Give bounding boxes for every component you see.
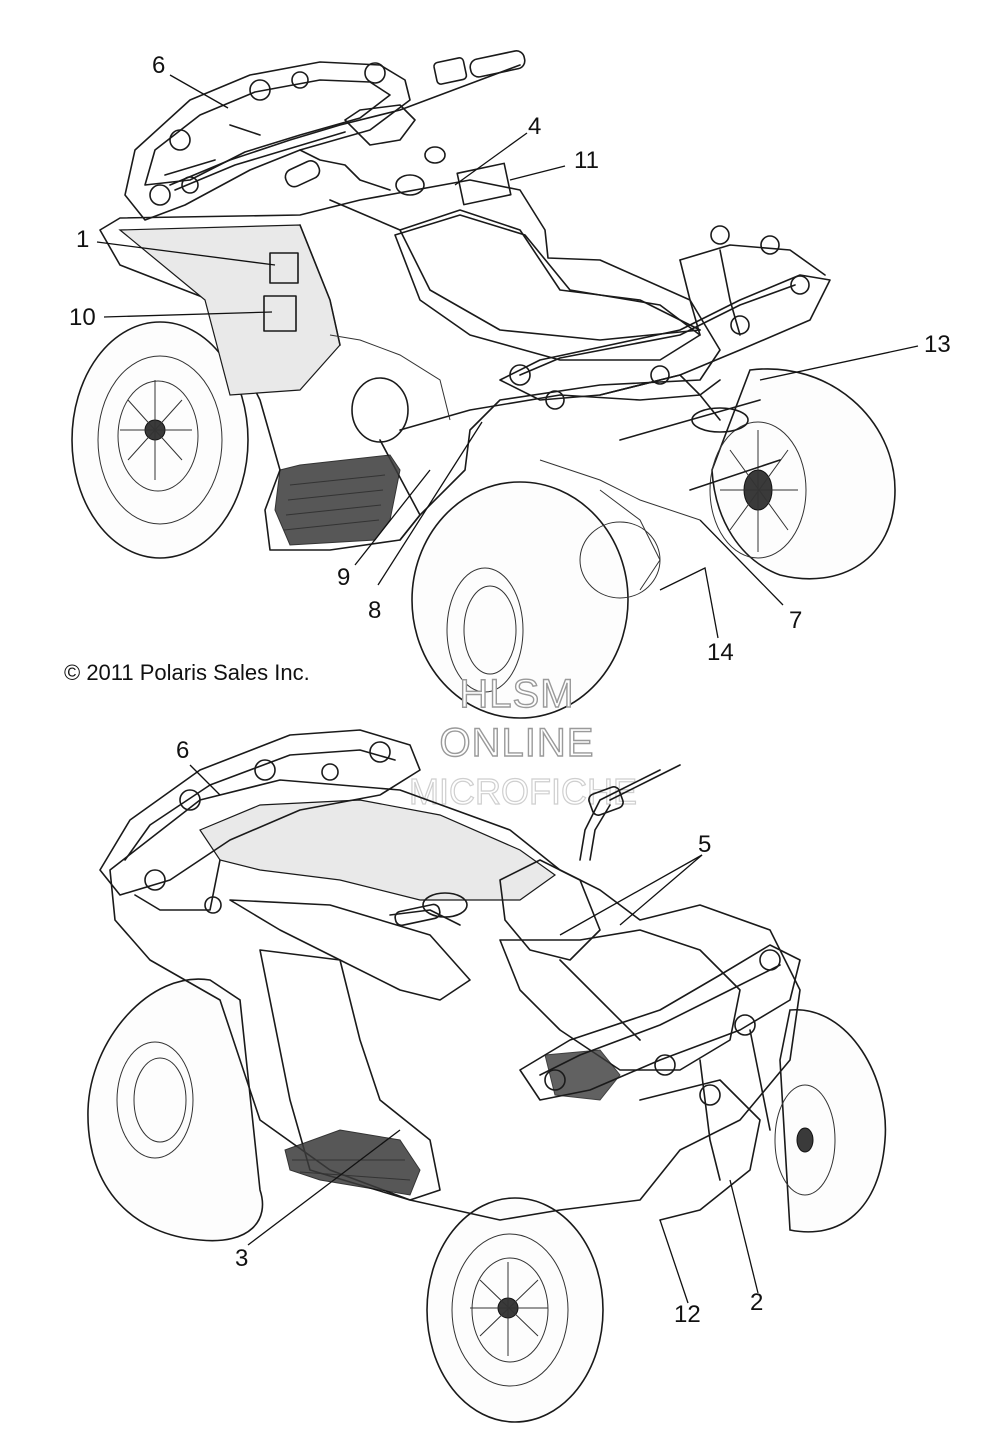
rack-right [499,225,831,421]
bottom-rear-left-tire [87,978,264,1242]
bottom-rack-rear [99,729,421,914]
callout-12: 12 [674,1301,701,1328]
callout-8: 8 [368,597,381,624]
decal-11 [456,162,512,206]
watermark-line-2: ONLINE [440,721,595,765]
callout-2: 2 [750,1289,763,1316]
bottom-front-right-tire [774,1009,887,1233]
callout-1: 1 [76,226,89,253]
callout-9: 9 [337,564,350,591]
callout-13: 13 [924,331,951,358]
copyright-text: © 2011 Polaris Sales Inc. [64,660,310,685]
callout-11: 11 [574,147,599,174]
handlebar-top [169,50,526,196]
rear-left-tire [71,321,249,559]
callout-10: 10 [69,304,96,331]
callout-5: 5 [698,831,711,858]
callout-7: 7 [789,607,802,634]
callout-14: 14 [707,639,734,666]
front-right-tire [411,481,629,719]
callout-6-top: 6 [152,52,165,79]
leader-lines-bottom [189,764,759,1304]
decal-1 [269,252,299,284]
callout-6-bottom: 6 [176,737,189,764]
bottom-front-left-tire [426,1197,604,1423]
atv-rear-view: 6 4 11 1 10 13 9 8 7 14 [69,50,951,719]
atv-body-top [99,179,781,599]
atv-front-view: 6 5 3 12 2 [87,729,887,1423]
callout-3: 3 [235,1245,248,1272]
rear-right-tire [709,368,896,580]
watermark: HLSM ONLINE MICROFICHE [408,671,637,812]
bottom-handlebar [394,764,681,927]
leader-lines-top [96,74,919,639]
watermark-line-1: HLSM [459,672,574,716]
decal-10 [263,295,297,332]
callout-4: 4 [528,113,541,140]
bottom-rack-front [519,944,801,1181]
rack-upper-left [124,61,411,221]
atv-body-bottom [109,779,801,1221]
